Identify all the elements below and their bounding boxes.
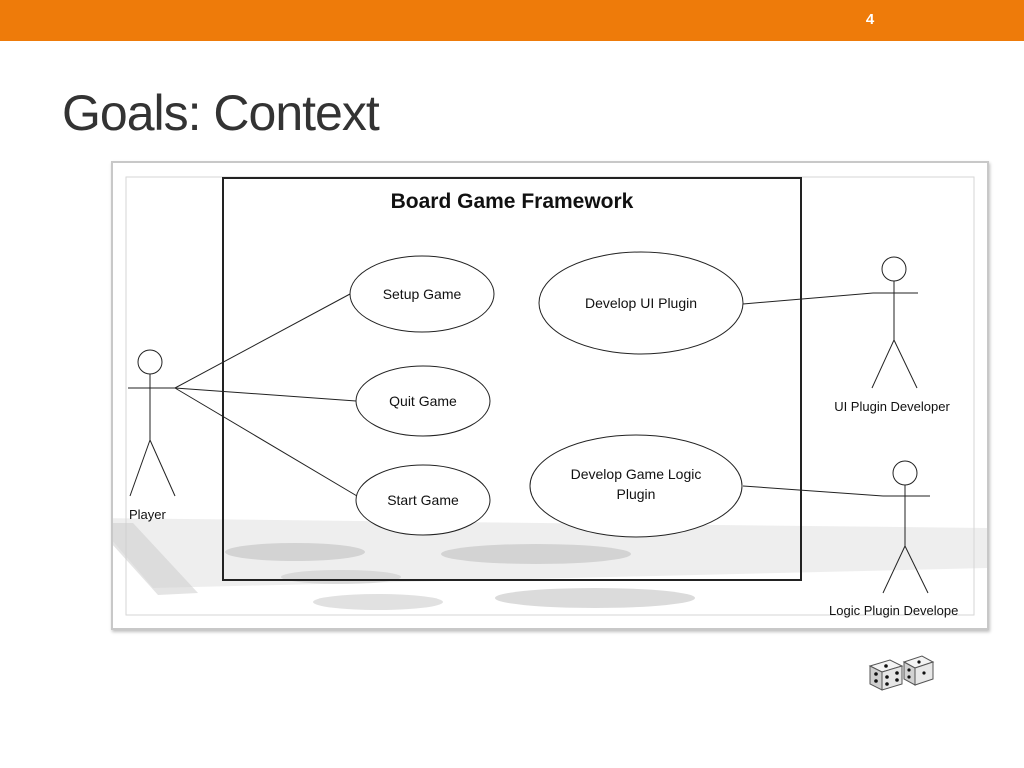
stick-figure-icon	[871, 256, 918, 389]
slide-title: Goals: Context	[62, 85, 380, 141]
use-case-diagram: Board Game Framework Setup Game Quit Gam…	[111, 161, 989, 630]
use-case-label: Develop UI Plugin	[585, 295, 697, 311]
actor-label: UI Plugin Developer	[834, 399, 950, 414]
stick-figure-icon	[128, 349, 176, 497]
actor-ui-plugin-developer: UI Plugin Developer	[834, 256, 950, 414]
header-bar: 4	[0, 0, 1024, 41]
use-case-develop-game-logic-plugin: Develop Game Logic Plugin	[529, 434, 743, 538]
system-title: Board Game Framework	[391, 190, 634, 213]
use-case-label: Plugin	[617, 486, 656, 502]
actor-logic-plugin-developer: Logic Plugin Develope	[829, 460, 958, 618]
use-case-label: Start Game	[387, 492, 459, 508]
actor-player: Player	[128, 349, 176, 522]
stick-figure-icon	[882, 460, 930, 594]
slide-number: 4	[865, 11, 875, 28]
use-case-start-game: Start Game	[355, 464, 491, 536]
actor-label: Logic Plugin Develope	[829, 603, 958, 618]
use-case-quit-game: Quit Game	[355, 365, 491, 437]
use-case-label: Setup Game	[383, 286, 462, 302]
use-case-develop-ui-plugin: Develop UI Plugin	[538, 251, 744, 355]
diagram-canvas: Board Game Framework Setup Game Quit Gam…	[113, 176, 987, 618]
floor-reflection	[113, 518, 987, 610]
system-boundary	[222, 177, 802, 581]
use-case-label: Develop Game Logic	[571, 466, 702, 482]
use-case-label: Quit Game	[389, 393, 457, 409]
actor-label: Player	[129, 507, 167, 522]
use-case-setup-game: Setup Game	[349, 255, 495, 333]
associations	[174, 292, 884, 497]
dice-icon	[868, 655, 935, 691]
